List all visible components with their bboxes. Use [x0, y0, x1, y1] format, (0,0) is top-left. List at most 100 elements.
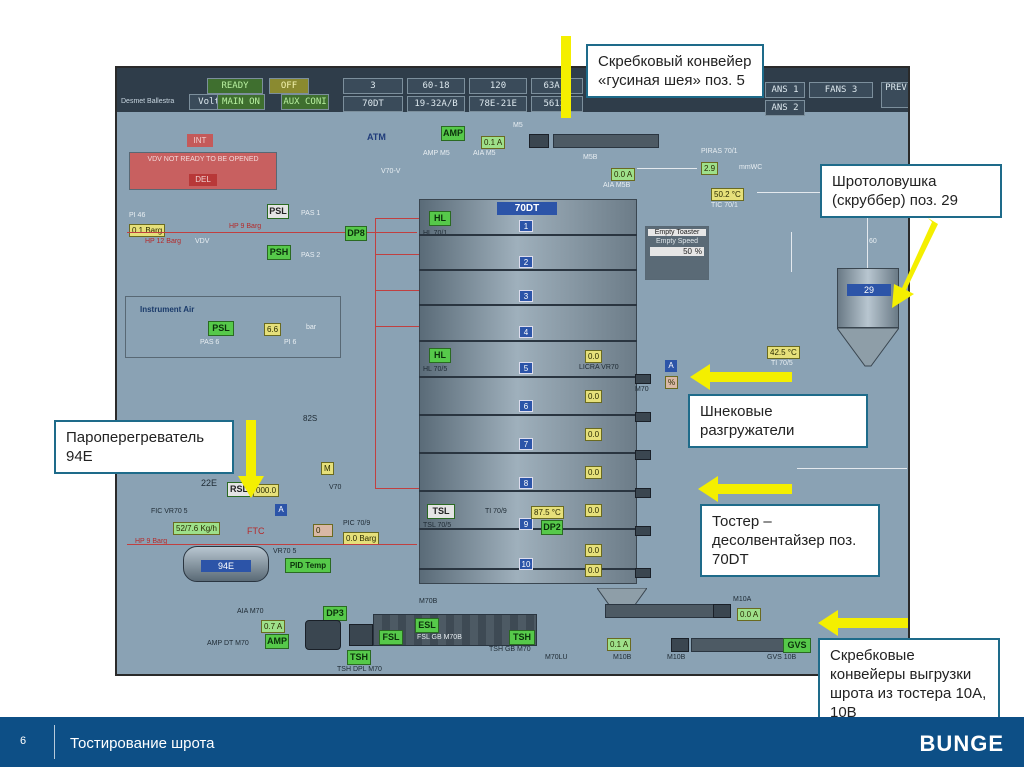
prev-button[interactable]: PREV [881, 82, 908, 108]
topbar-cell[interactable]: 60-18 [407, 78, 465, 94]
amp-m70-button[interactable]: AMP [265, 634, 289, 649]
dp3-tag[interactable]: DP3 [323, 606, 347, 621]
hp9b-label: HP 9 Barg [135, 538, 168, 545]
m10a-current: 0.0 A [737, 608, 762, 621]
vr70-tag: VR70 5 [273, 548, 297, 555]
fsl-gb-tag: FSL GB M70B [417, 634, 462, 641]
stage-9: 9 [519, 518, 533, 530]
hl2-tag[interactable]: HL [429, 348, 451, 363]
fans-3-button[interactable]: FANS 3 [809, 82, 873, 98]
arrow-discharge-head [818, 610, 838, 636]
steam-branch [375, 254, 419, 255]
pas6-tag: PAS 6 [200, 339, 220, 346]
screw-motor[interactable] [635, 374, 651, 384]
m5-motor[interactable] [529, 134, 549, 148]
m10b-tag: M10B [613, 654, 632, 661]
psl2-value: 6.6 [264, 323, 282, 336]
empty-speed-value: 50 [683, 247, 692, 256]
del-button[interactable]: DEL [189, 174, 217, 186]
stage-4: 4 [519, 326, 533, 338]
footer-divider [54, 725, 55, 759]
topbar-cell[interactable]: 70DT [343, 96, 403, 112]
psl2-tag[interactable]: PSL [208, 321, 234, 336]
m10b-motor[interactable] [671, 638, 689, 652]
screw-motor[interactable] [635, 450, 651, 460]
stage-2: 2 [519, 256, 533, 268]
bunge-logo: BUNGE [919, 731, 1004, 756]
tic-value: 50.2 °C [711, 188, 744, 201]
pi46-tag: PI 46 [129, 212, 146, 219]
arrow-toaster-head [698, 476, 718, 502]
screw-value-5: 0.0 [585, 504, 603, 517]
fsl-tag[interactable]: FSL [379, 630, 403, 645]
conveyor-10a[interactable] [605, 604, 717, 618]
pid-temp-button[interactable]: PID Temp [285, 558, 331, 573]
tsl705-tag: TSL 70/5 [423, 522, 452, 529]
toaster-title: 70DT [497, 202, 557, 215]
atm-label: ATM [367, 132, 386, 142]
hl-tag[interactable]: HL [429, 211, 451, 226]
m10a-motor[interactable] [713, 604, 731, 618]
topbar-cell[interactable]: 19-32A/B [407, 96, 465, 112]
superheater-94e[interactable] [183, 546, 269, 582]
main-on-button[interactable]: MAIN ON [217, 94, 265, 110]
scrubber-number: 29 [847, 284, 891, 296]
fans-2-button[interactable]: ANS 2 [765, 100, 805, 116]
topbar-cell[interactable]: 3 [343, 78, 403, 94]
amp-dt-tag: AMP DT M70 [207, 640, 249, 647]
empty-speed-input[interactable]: 50% [650, 247, 704, 256]
hl701-tag: HL 70/1 [423, 230, 447, 237]
screw-motor[interactable] [635, 568, 651, 578]
steam-branch [375, 218, 419, 219]
tsh-tag[interactable]: TSH [509, 630, 535, 645]
hp12-label: HP 12 Barg [145, 238, 182, 245]
esl-tag[interactable]: ESL [415, 618, 439, 633]
screw-motor[interactable] [635, 526, 651, 536]
topbar-cell[interactable]: 120 [469, 78, 527, 94]
scada-screenshot: Desmet Ballestra READY OFF Volt MAIN ON … [115, 66, 910, 676]
conveyor-10b[interactable] [691, 638, 787, 652]
int-button[interactable]: INT [187, 134, 213, 147]
tsh2-tag[interactable]: TSH [347, 650, 371, 665]
aux-con-button[interactable]: AUX CONI [281, 94, 329, 110]
topbar-cell[interactable]: 63A-8 [531, 78, 583, 94]
m70-motor[interactable] [305, 620, 341, 650]
gearbox[interactable] [349, 624, 373, 646]
topbar-cell[interactable]: 78E-21E [469, 96, 527, 112]
empty-toaster-button[interactable]: Empty Toaster [648, 229, 706, 236]
ti70-tag: TI 70/5 [771, 360, 793, 367]
scrubber-cone [837, 328, 899, 367]
ftc-label: FTC [247, 526, 265, 536]
ti709-tag: TI 70/9 [485, 508, 507, 515]
m70-tag: M70 [635, 386, 649, 393]
gooseneck-conveyor[interactable] [553, 134, 659, 148]
screw-motor[interactable] [635, 412, 651, 422]
dp8-tag[interactable]: DP8 [345, 226, 367, 241]
topbar-cell[interactable]: 5613E [531, 96, 583, 112]
scrubber-body[interactable] [837, 268, 899, 328]
scrubber-dp: 60 [869, 238, 877, 245]
screw-value-2: 0.0 [585, 390, 603, 403]
tsl-tag[interactable]: TSL [427, 504, 455, 519]
aia-m5b-tag: AIA M5B [603, 182, 631, 189]
psl-tag[interactable]: PSL [267, 204, 289, 219]
hl705-tag: HL 70/5 [423, 366, 448, 373]
status-ready[interactable]: READY [207, 78, 263, 94]
status-off[interactable]: OFF [269, 78, 309, 94]
screw-motor[interactable] [635, 488, 651, 498]
screw-value-7: 0.0 [585, 564, 603, 577]
stage-6: 6 [519, 400, 533, 412]
pic-tag: PIC 70/9 [343, 520, 371, 527]
amp-m5-button[interactable]: AMP [441, 126, 465, 141]
dp2-tag[interactable]: DP2 [541, 520, 563, 535]
screw-value-6: 0.0 [585, 544, 603, 557]
a-indicator: A [665, 360, 677, 372]
gvs-tag[interactable]: GVS [783, 638, 811, 653]
empty-toaster-panel: Empty Toaster Empty Speed 50% [645, 226, 709, 280]
psh-tag[interactable]: PSH [267, 245, 291, 260]
fans-1-button[interactable]: ANS 1 [765, 82, 805, 98]
m70-current: 0.7 A [261, 620, 286, 633]
steam-line-bottom [127, 544, 417, 545]
m5b-current-value: 0.0 A [611, 168, 636, 181]
stage-10: 10 [519, 558, 533, 570]
